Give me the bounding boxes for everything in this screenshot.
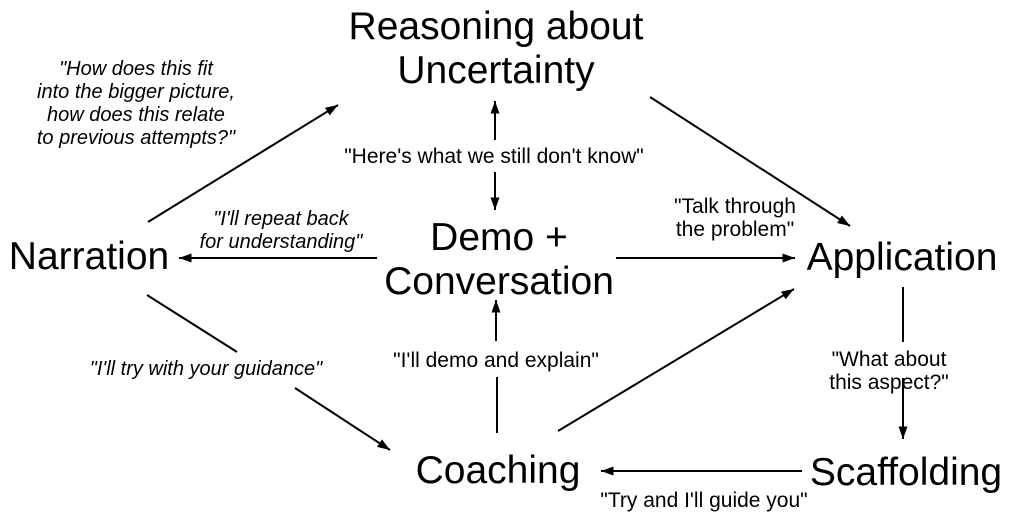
arrow-reasoning-to-application [649,96,851,227]
edge-label-still-dont-know: "Here's what we still don't know" [344,145,644,168]
node-coaching: Coaching [415,449,581,492]
edge-label-try-guide: "Try and I'll guide you" [600,489,808,512]
arrow-narration-to-reasoning [147,104,339,223]
arrow-narration-to-coaching-segment1 [146,294,238,353]
edge-label-bigger-picture: "How does this fit into the bigger pictu… [36,58,236,149]
node-demo-conversation: Demo + Conversation [384,216,614,303]
edge-label-repeat-back: "I'll repeat back for understanding" [199,208,363,253]
arrow-narration-to-coaching-segment2 [294,387,391,451]
arrow-coaching-to-application [557,288,795,432]
edge-label-talk-through: "Talk through the problem" [674,195,796,241]
edge-label-try-guidance: "I'll try with your guidance" [89,358,323,380]
node-narration: Narration [8,235,170,278]
edge-label-demo-explain: "I'll demo and explain" [393,349,599,372]
node-application: Application [806,236,998,279]
edge-label-what-aspect: "What about this aspect?" [829,348,949,394]
node-scaffolding: Scaffolding [809,451,1003,494]
node-reasoning-about-uncertainty: Reasoning about Uncertainty [348,5,644,92]
